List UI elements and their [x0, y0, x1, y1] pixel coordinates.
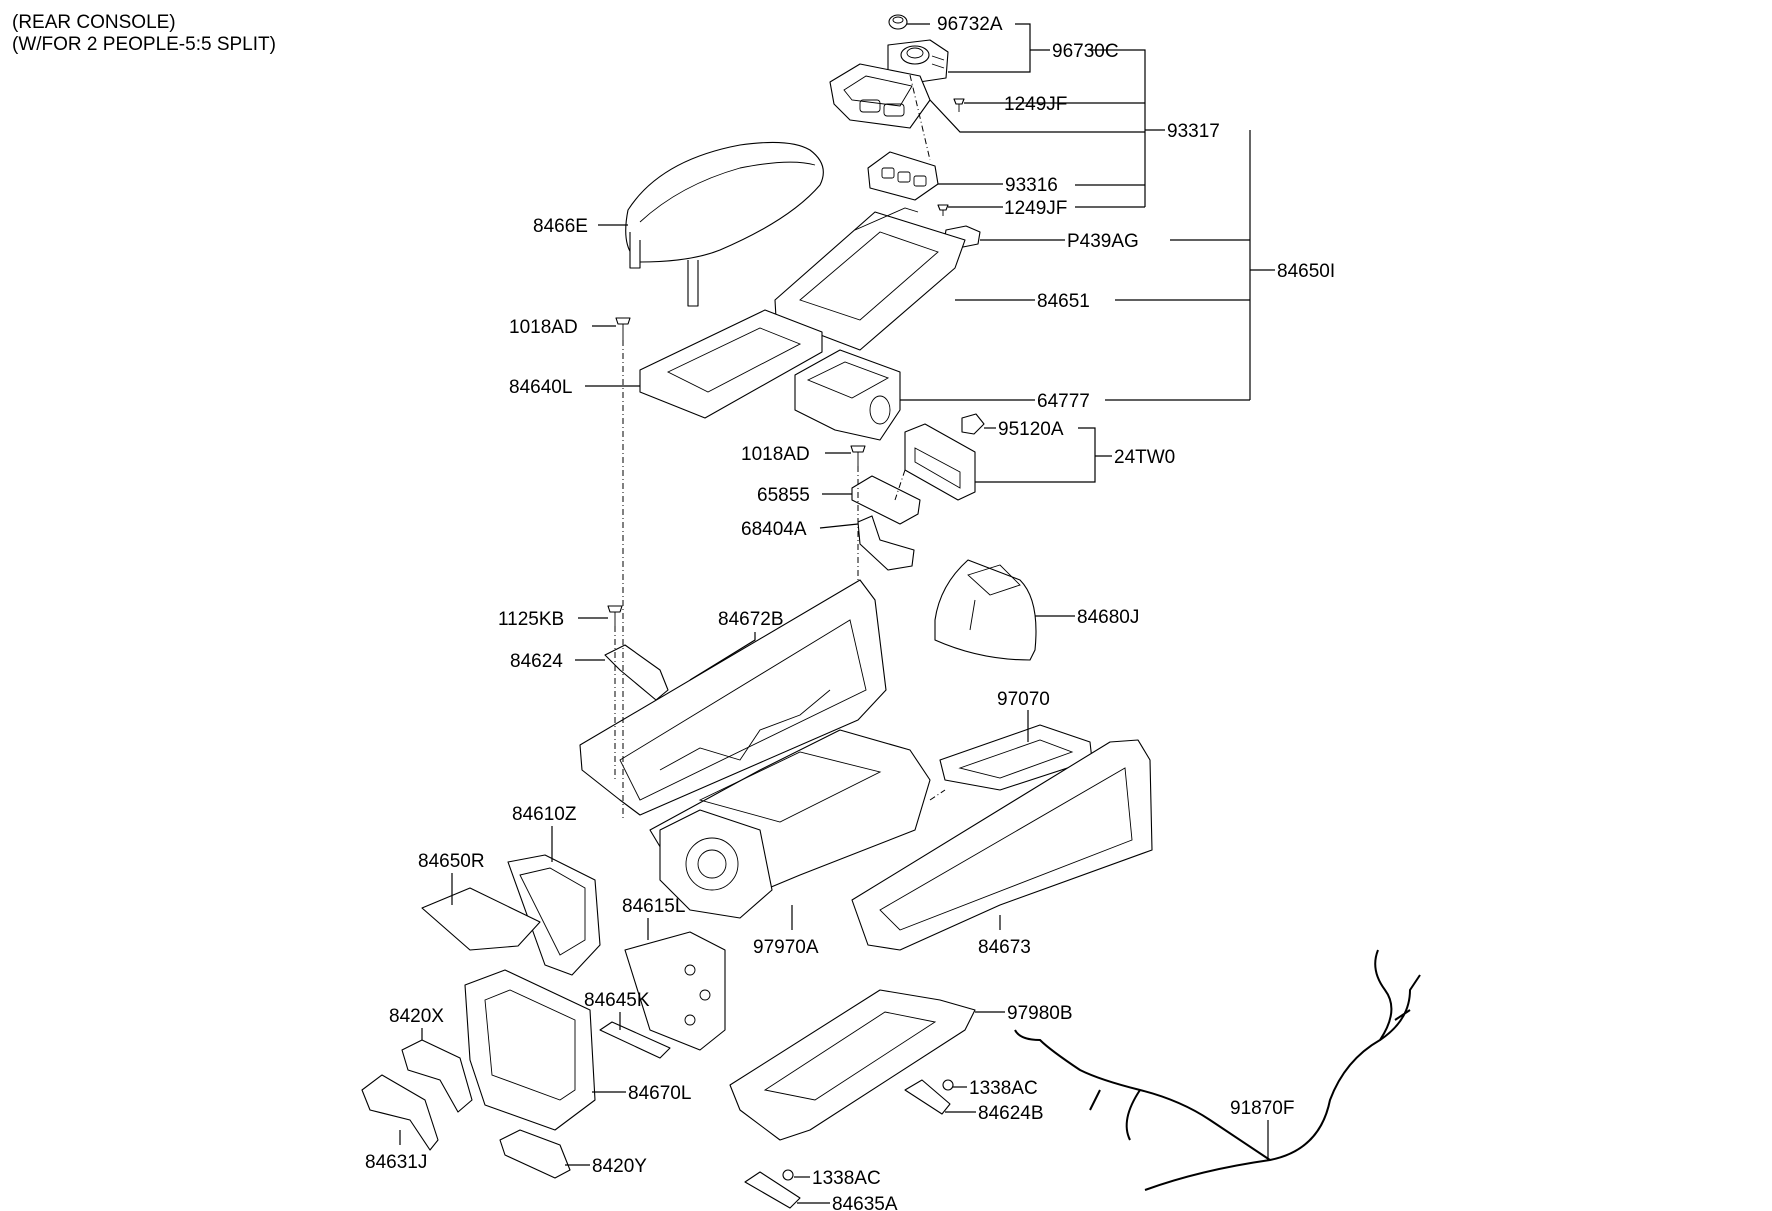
label-1018AD-b: 1018AD	[741, 444, 810, 465]
label-P439AG: P439AG	[1067, 231, 1139, 252]
label-65855: 65855	[757, 485, 810, 506]
part-96732A-cap	[888, 14, 908, 30]
label-84651: 84651	[1037, 291, 1090, 312]
label-84680J: 84680J	[1077, 607, 1139, 628]
label-84672B: 84672B	[718, 609, 784, 630]
label-84650R: 84650R	[418, 851, 485, 872]
part-97980B-base-frame	[729, 989, 976, 1141]
part-64777-cup-holder	[794, 349, 901, 441]
part-84672B-side-panel	[579, 579, 887, 816]
part-84624B-bracket	[904, 1079, 951, 1115]
part-1338AC-nut-a	[942, 1079, 954, 1091]
label-8466E: 8466E	[533, 216, 588, 237]
part-1249JF-screw-b	[937, 204, 949, 216]
label-1018AD-a: 1018AD	[509, 317, 578, 338]
part-1018AD-screw-a	[615, 317, 631, 340]
label-8420X: 8420X	[389, 1006, 444, 1027]
assembly-guide-lines	[614, 74, 946, 820]
label-93317: 93317	[1167, 121, 1220, 142]
label-97070: 97070	[997, 689, 1050, 710]
part-1338AC-nut-b	[782, 1169, 794, 1181]
part-84610Z-vent-bezel	[507, 854, 601, 976]
label-97980B: 97980B	[1007, 1003, 1073, 1024]
label-97970A: 97970A	[753, 937, 819, 958]
part-84670L-lower-console	[464, 969, 596, 1131]
label-84624: 84624	[510, 651, 563, 672]
part-97970A-blower	[659, 809, 773, 919]
part-8420Y-bracket	[499, 1129, 571, 1179]
part-8466E-armrest	[625, 141, 824, 307]
part-84624-bracket	[604, 644, 669, 701]
leader-lines	[399, 23, 1275, 1204]
part-91870F-wiring-harness	[1014, 949, 1421, 1191]
label-84650I: 84650I	[1277, 261, 1335, 282]
label-84624B: 84624B	[978, 1103, 1044, 1124]
label-68404A: 68404A	[741, 519, 807, 540]
part-84640L-lid-plate	[639, 309, 823, 419]
label-84610Z: 84610Z	[512, 804, 577, 825]
label-84673: 84673	[978, 937, 1031, 958]
label-1338AC-a: 1338AC	[969, 1078, 1038, 1099]
label-1338AC-b: 1338AC	[812, 1168, 881, 1189]
label-1249JF-a: 1249JF	[1004, 94, 1067, 115]
label-8420Y: 8420Y	[592, 1156, 647, 1177]
part-84615L-side-plate	[624, 931, 726, 1051]
part-1018AD-screw-b	[850, 445, 866, 466]
label-84635A: 84635A	[832, 1194, 898, 1211]
label-84645K: 84645K	[584, 990, 650, 1011]
part-93316-switch	[867, 151, 939, 201]
label-95120A: 95120A	[998, 419, 1064, 440]
part-84673-lower-cover	[851, 739, 1153, 951]
label-96730C: 96730C	[1052, 41, 1119, 62]
part-8420X-bracket	[401, 1039, 473, 1113]
part-65855-bracket	[851, 475, 921, 525]
header-subtitle: (W/FOR 2 PEOPLE-5:5 SPLIT)	[12, 34, 276, 55]
diagram-header: (REAR CONSOLE) (W/FOR 2 PEOPLE-5:5 SPLIT…	[12, 12, 276, 56]
label-84631J: 84631J	[365, 1152, 427, 1173]
label-1249JF-b: 1249JF	[1004, 198, 1067, 219]
part-1249JF-screw-a	[953, 98, 965, 112]
label-84640L: 84640L	[509, 377, 572, 398]
label-64777: 64777	[1037, 391, 1090, 412]
label-84615L: 84615L	[622, 896, 685, 917]
part-93317-switch-panel	[829, 63, 931, 129]
part-95120A-sensor	[961, 413, 985, 435]
part-1125KB-screw	[607, 605, 623, 626]
label-93316: 93316	[1005, 175, 1058, 196]
part-84645K-strip	[599, 1021, 671, 1059]
part-labels: 96732A 96730C 1249JF 93317 93316 1249JF …	[365, 14, 1335, 1211]
label-84670L: 84670L	[628, 1083, 691, 1104]
label-91870F: 91870F	[1230, 1098, 1294, 1119]
part-84631J-bracket	[361, 1074, 439, 1151]
header-title: (REAR CONSOLE)	[12, 12, 176, 33]
part-84680J-rear-cover	[934, 559, 1037, 661]
part-68404A-bracket	[857, 515, 915, 571]
label-24TW0: 24TW0	[1114, 447, 1175, 468]
part-84635A-bracket	[744, 1171, 801, 1209]
label-1125KB: 1125KB	[498, 609, 564, 630]
part-24TW0-vent	[904, 423, 976, 501]
label-96732A: 96732A	[937, 14, 1003, 35]
